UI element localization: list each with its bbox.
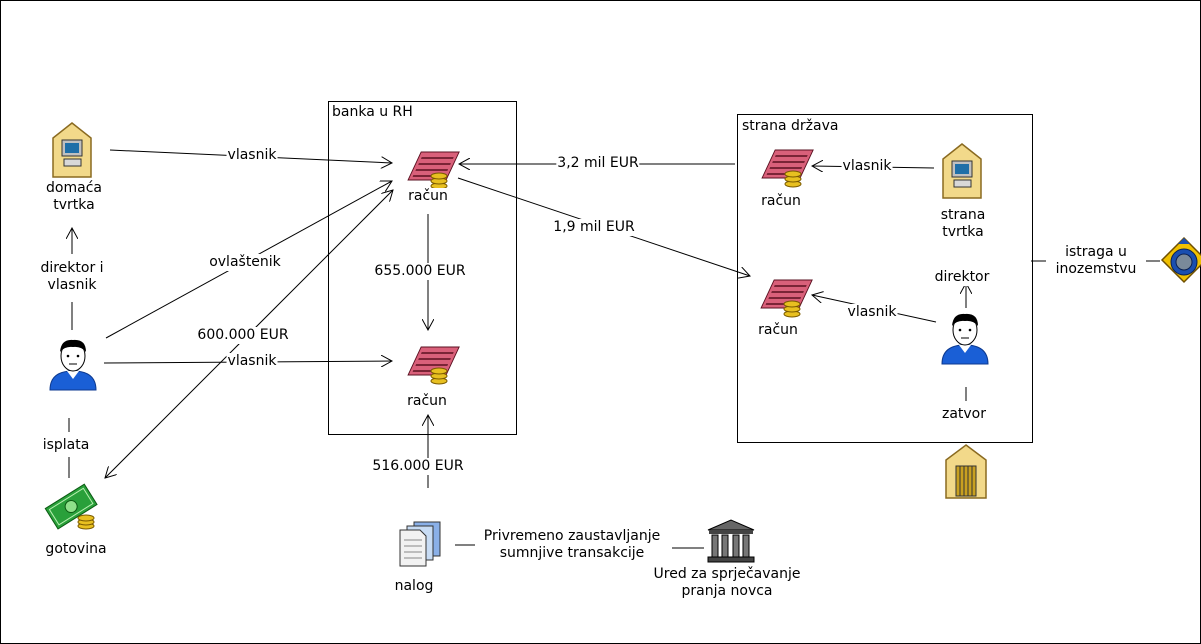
investigation-badge-icon xyxy=(1160,236,1201,284)
edge-label-payout: isplata xyxy=(41,437,91,454)
account-card-icon xyxy=(761,149,814,188)
edge-label-655: 655.000 EUR xyxy=(373,263,467,280)
investigation-label: istraga u inozemstvu xyxy=(1054,244,1138,278)
person-director-icon xyxy=(49,339,97,391)
edge-label-suspend: Privremeno zaustavljanje sumnjive transa… xyxy=(483,528,661,561)
edge-label-19: 1,9 mil EUR xyxy=(552,219,636,236)
domestic-company-house-icon xyxy=(52,122,92,178)
domestic-company-label: domaća tvrtka xyxy=(45,180,103,214)
cash-money-icon xyxy=(44,483,98,530)
foreign-company-house-icon xyxy=(942,143,982,199)
account-bottom-label: račun xyxy=(406,393,448,410)
edge-label-f-owner-bottom: vlasnik xyxy=(846,304,898,321)
edge-label-owner-top: vlasnik xyxy=(226,147,278,164)
cash-label: gotovina xyxy=(44,541,108,558)
office-label: Ured za sprječavanje pranja novca xyxy=(652,566,802,600)
director-owner-label: direktor i vlasnik xyxy=(39,260,105,294)
prison-house-icon xyxy=(945,444,987,499)
person-foreign-director-icon xyxy=(941,313,989,365)
foreign-account-bottom-label: račun xyxy=(757,322,799,339)
foreign-box-title: strana država xyxy=(742,118,839,134)
account-card-icon xyxy=(407,346,460,385)
edge-label-516: 516.000 EUR xyxy=(371,458,465,475)
bank-building-icon xyxy=(707,519,755,563)
director-label: direktor xyxy=(933,269,991,286)
account-top-label: račun xyxy=(407,188,449,205)
foreign-box xyxy=(737,114,1033,443)
prison-label: zatvor xyxy=(940,406,988,423)
edge-label-authorized: ovlaštenik xyxy=(208,254,282,271)
edge-label-32: 3,2 mil EUR xyxy=(556,155,640,172)
foreign-company-label: strana tvrtka xyxy=(939,207,987,241)
account-card-icon xyxy=(407,151,460,190)
edge-label-owner-bottom: vlasnik xyxy=(226,353,278,370)
edge-label-600: 600.000 EUR xyxy=(196,327,290,344)
account-card-icon xyxy=(760,279,813,318)
order-label: nalog xyxy=(393,578,435,595)
bank-box-title: banka u RH xyxy=(332,104,413,120)
edge-label-f-owner-top: vlasnik xyxy=(841,158,893,175)
foreign-account-top-label: račun xyxy=(760,193,802,210)
order-documents-icon xyxy=(399,521,441,567)
